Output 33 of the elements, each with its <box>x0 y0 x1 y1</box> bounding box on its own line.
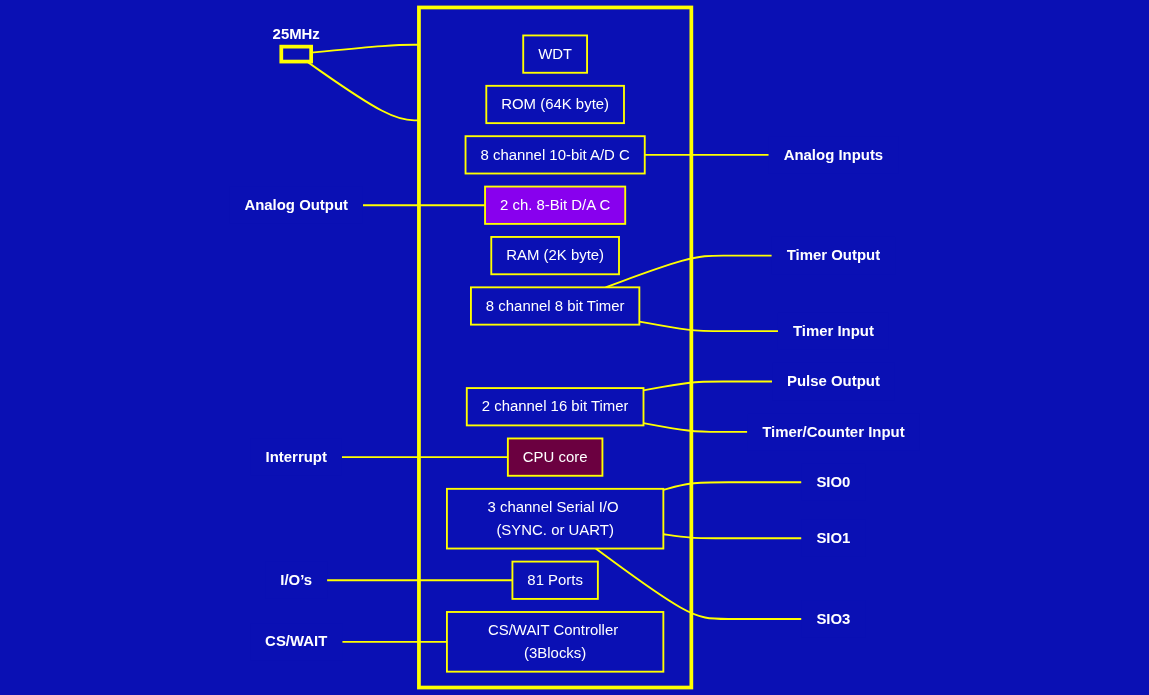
node-box: WDT <box>522 34 588 74</box>
node-text: Timer Input <box>792 322 874 339</box>
node-box: ROM (64K byte) <box>485 84 625 125</box>
node-text: I/O’s <box>280 571 313 588</box>
node-box: CS/WAIT Controller (3Blocks) <box>446 611 665 673</box>
node-box: RAM (2K byte) <box>490 236 620 276</box>
connector <box>642 422 749 433</box>
connector <box>310 43 420 54</box>
node-text: SIO0 <box>816 473 851 490</box>
node-text: CS/WAIT <box>265 633 328 650</box>
connector <box>362 204 486 207</box>
cluster <box>417 5 694 690</box>
node-box: 2 ch. 8-Bit D/A C <box>484 185 627 225</box>
node-text: Analog Output <box>244 196 349 213</box>
node-text: SIO1 <box>816 529 851 546</box>
node-box: 8 channel 10-bit A/D C <box>464 135 646 175</box>
node-text: SIO3 <box>816 610 851 627</box>
node-box: 2 channel 16 bit Timer <box>465 387 645 427</box>
node-box: 81 Ports <box>511 560 599 600</box>
node-text: Timer/Counter Input <box>762 423 905 440</box>
node-box: 8 channel 8 bit Timer <box>470 286 641 326</box>
connector <box>662 481 803 491</box>
connector <box>305 60 420 122</box>
node-box: 3 channel Serial I/O (SYNC. or UART) <box>446 487 665 550</box>
node-text: Pulse Output <box>786 373 880 390</box>
node-box: CPU core <box>506 437 604 477</box>
frequency-label: 25MHz <box>272 25 320 43</box>
connector <box>642 380 773 392</box>
node-box <box>279 44 313 64</box>
node-text: Timer Output <box>786 247 881 264</box>
node-text: Interrupt <box>265 448 327 465</box>
connector <box>594 547 803 620</box>
node-text: Analog Inputs <box>783 146 884 163</box>
